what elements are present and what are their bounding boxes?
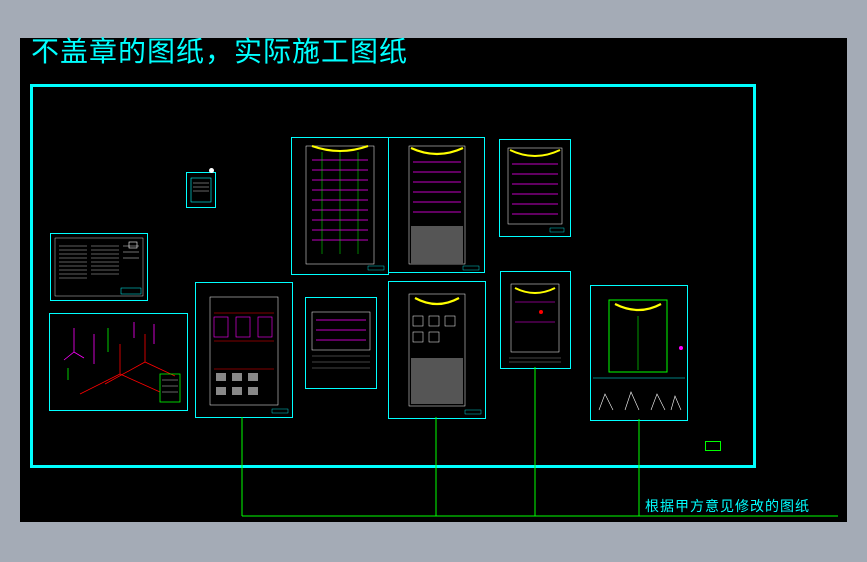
plan-partial-graphic (311, 311, 371, 369)
design-notes-graphic (54, 237, 144, 297)
sheet-plan-partial[interactable] (305, 297, 377, 389)
sheet-plan-upper-3[interactable] (499, 139, 571, 237)
plan-upper-2-graphic (408, 145, 480, 271)
plan-roof-graphic (593, 299, 685, 411)
sheet-plan-ground[interactable] (195, 282, 293, 418)
sheet-cover-detail[interactable] (186, 172, 216, 208)
sheet-plan-upper-2[interactable] (388, 137, 485, 273)
plan-ground-graphic (209, 296, 289, 414)
frame-title-block (705, 441, 721, 451)
plan-upper-1-graphic (305, 145, 385, 271)
sheet-isometric-system[interactable] (49, 313, 188, 411)
isometric-graphic (63, 322, 181, 403)
cover-detail-graphic (190, 177, 212, 203)
plan-lower-3-graphic (509, 283, 561, 363)
drawing-border-frame (30, 84, 756, 468)
sheet-plan-upper-1[interactable] (291, 137, 389, 275)
revision-note: 根据甲方意见修改的图纸 (645, 499, 810, 515)
sheet-design-notes[interactable] (50, 233, 148, 301)
sheet-plan-roof[interactable] (590, 285, 688, 421)
drawing-title: 不盖章的图纸，实际施工图纸 (31, 35, 409, 68)
cover-marker (209, 168, 214, 173)
sheet-plan-lower-2[interactable] (388, 281, 486, 419)
plan-lower-2-graphic (408, 293, 482, 415)
plan-upper-3-graphic (507, 147, 565, 233)
